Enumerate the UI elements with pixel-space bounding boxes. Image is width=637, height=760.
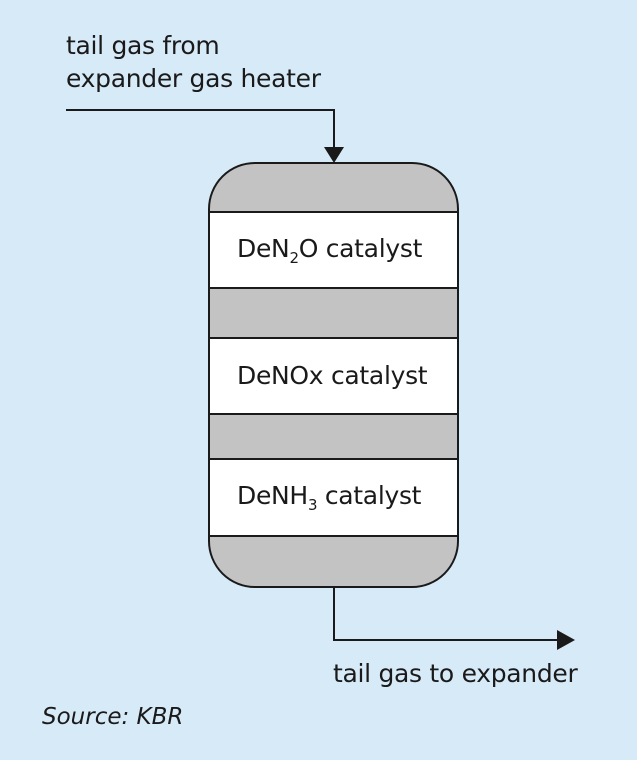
inlet-label-line2: expander gas heater: [66, 64, 321, 93]
denh3-catalyst-label: DeNH3 catalyst: [237, 481, 422, 514]
inlet-arrowhead: [324, 147, 344, 163]
catalyst-bed-denox: [208, 337, 459, 415]
source-note: Source: KBR: [42, 704, 184, 730]
inlet-pipe: [66, 109, 335, 150]
inlet-label-line1: tail gas from: [66, 31, 220, 60]
catalyst-bed-denh3: [208, 458, 459, 537]
outlet-label: tail gas to expander: [333, 659, 578, 688]
catalyst-bed-den2o: [208, 211, 459, 289]
outlet-arrowhead: [557, 630, 575, 650]
den2o-catalyst-label: DeN2O catalyst: [237, 234, 423, 267]
denox-catalyst-label: DeNOx catalyst: [237, 361, 428, 390]
outlet-pipe: [333, 587, 560, 641]
